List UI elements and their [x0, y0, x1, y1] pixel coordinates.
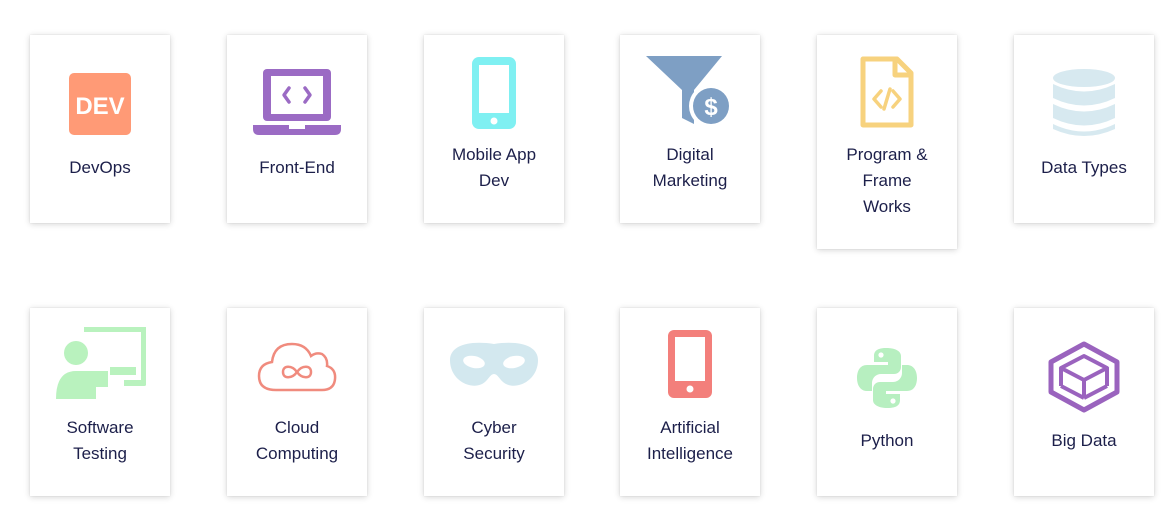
dev-icon: DEV: [69, 73, 131, 135]
course-card-cyber-security[interactable]: Cyber Security: [424, 308, 564, 496]
course-label: Program & Frame Works: [846, 145, 928, 216]
code-file-icon: [860, 56, 914, 128]
svg-text:$: $: [704, 94, 718, 121]
course-label: Big Data: [1051, 431, 1117, 450]
svg-text:DEV: DEV: [75, 93, 124, 120]
laptop-code-icon: [253, 69, 341, 135]
course-label: Front-End: [259, 158, 335, 177]
course-label: DevOps: [69, 158, 131, 177]
course-card-mobile-app-dev[interactable]: Mobile App Dev: [424, 35, 564, 223]
course-card-front-end[interactable]: Front-End: [227, 35, 367, 223]
course-label: Digital Marketing: [652, 145, 728, 190]
course-label: Data Types: [1041, 158, 1127, 177]
course-card-digital-marketing[interactable]: $ Digital Marketing: [620, 35, 760, 223]
course-label: Cloud Computing: [255, 418, 339, 463]
smartphone-icon: [668, 330, 712, 398]
course-card-devops[interactable]: DEV DevOps: [30, 35, 170, 223]
mask-icon: [450, 342, 538, 386]
smartphone-icon: [472, 57, 516, 129]
funnel-dollar-icon: $: [646, 56, 733, 128]
course-card-big-data[interactable]: Big Data: [1014, 308, 1154, 496]
course-card-software-testing[interactable]: Software Testing: [30, 308, 170, 496]
course-card-python[interactable]: Python: [817, 308, 957, 496]
presenter-board-icon: [56, 327, 146, 399]
course-card-data-types[interactable]: Data Types: [1014, 35, 1154, 223]
cube-wireframe-icon: [1048, 341, 1120, 413]
database-icon: [1053, 69, 1115, 136]
python-logo-icon: [857, 348, 917, 408]
course-label: Software Testing: [66, 418, 134, 463]
course-label: Artificial Intelligence: [646, 418, 733, 463]
course-label: Mobile App Dev: [451, 145, 537, 190]
cloud-infinity-icon: [257, 342, 337, 392]
course-card-program-frame-works[interactable]: Program & Frame Works: [817, 35, 957, 249]
course-label: Cyber Security: [463, 418, 525, 463]
course-card-artificial-intelligence[interactable]: Artificial Intelligence: [620, 308, 760, 496]
course-card-cloud-computing[interactable]: Cloud Computing: [227, 308, 367, 496]
course-label: Python: [860, 431, 914, 450]
